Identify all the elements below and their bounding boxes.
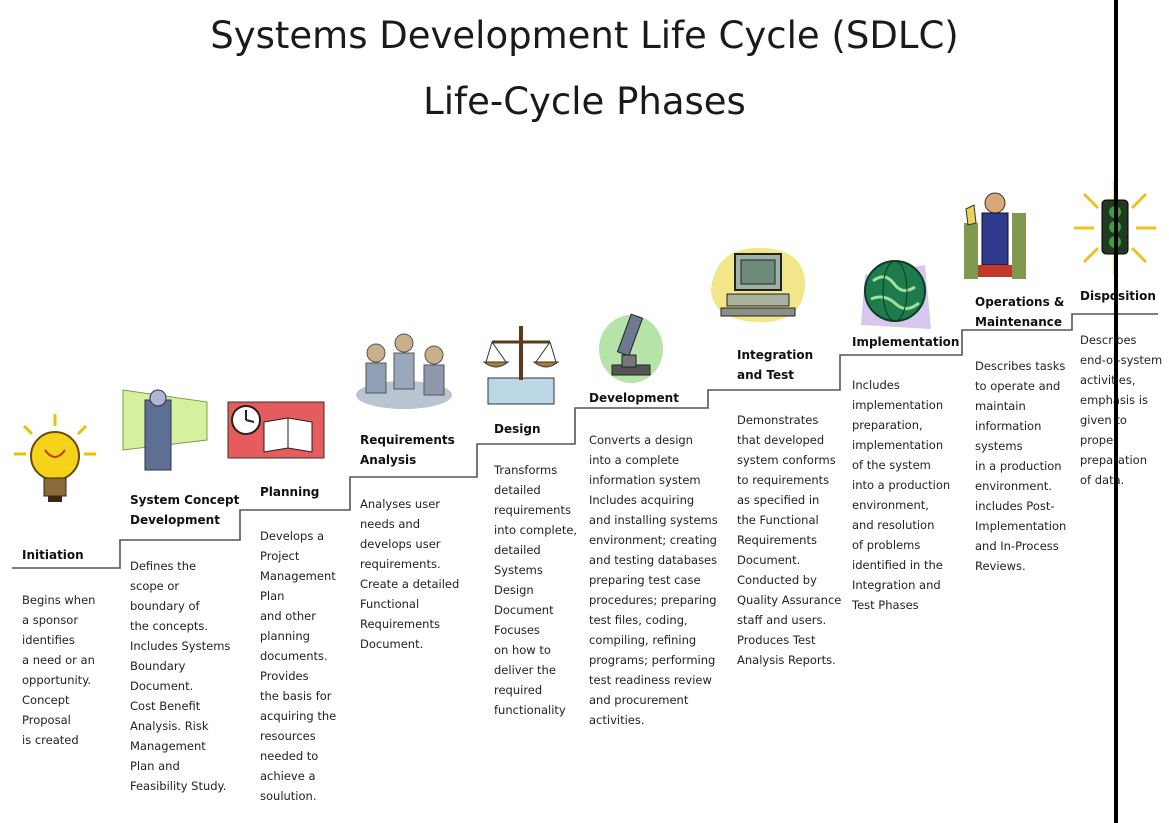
phase-description-integration-and-test: Demonstrates that developed system confo… — [737, 413, 842, 667]
phase-description-disposition: Describes end-of-system activities, emph… — [1080, 333, 1163, 487]
phase-description-initiation: Begins when a sponsor identifies a need … — [22, 593, 96, 747]
diagram-title: Systems Development Life Cycle (SDLC) — [210, 14, 959, 57]
businessman-icon — [964, 192, 1026, 279]
phase-label-development: Development — [589, 391, 679, 405]
phase-label-initiation: Initiation — [22, 548, 84, 562]
phase-description-planning: Develops a Project Management Plan and o… — [260, 529, 337, 803]
phase-label-integration-and-test: Integration and Test — [737, 348, 814, 382]
phase-description-system-concept-development: Defines the scope or boundary of the con… — [130, 559, 231, 793]
microscope-icon — [599, 313, 663, 383]
phase-label-operations-maintenance: Operations & Maintenance — [975, 295, 1065, 329]
scales-icon — [482, 326, 560, 405]
meeting-group-icon — [356, 333, 452, 409]
vertical-border-line — [1114, 0, 1118, 823]
book-clock-icon — [227, 401, 325, 459]
phase-description-development: Converts a design into a complete inform… — [589, 433, 718, 727]
globe-icon — [861, 260, 931, 329]
phase-description-requirements-analysis: Analyses user needs and develops user re… — [360, 497, 460, 651]
phase-description-implementation: Includes implementation preparation, imp… — [852, 378, 951, 612]
phase-description-design: Transforms detailed requirements into co… — [494, 463, 578, 717]
phase-label-design: Design — [494, 422, 541, 436]
phase-label-implementation: Implementation — [852, 335, 960, 349]
lightbulb-icon — [14, 414, 96, 502]
phase-label-planning: Planning — [260, 485, 320, 499]
presenter-icon — [122, 389, 208, 471]
computer-icon — [711, 247, 806, 323]
phase-label-system-concept-development: System Concept Development — [130, 493, 240, 527]
diagram-subtitle: Life-Cycle Phases — [423, 80, 746, 123]
phase-label-requirements-analysis: Requirements Analysis — [360, 433, 455, 467]
phase-description-operations-maintenance: Describes tasks to operate and maintain … — [975, 359, 1067, 573]
